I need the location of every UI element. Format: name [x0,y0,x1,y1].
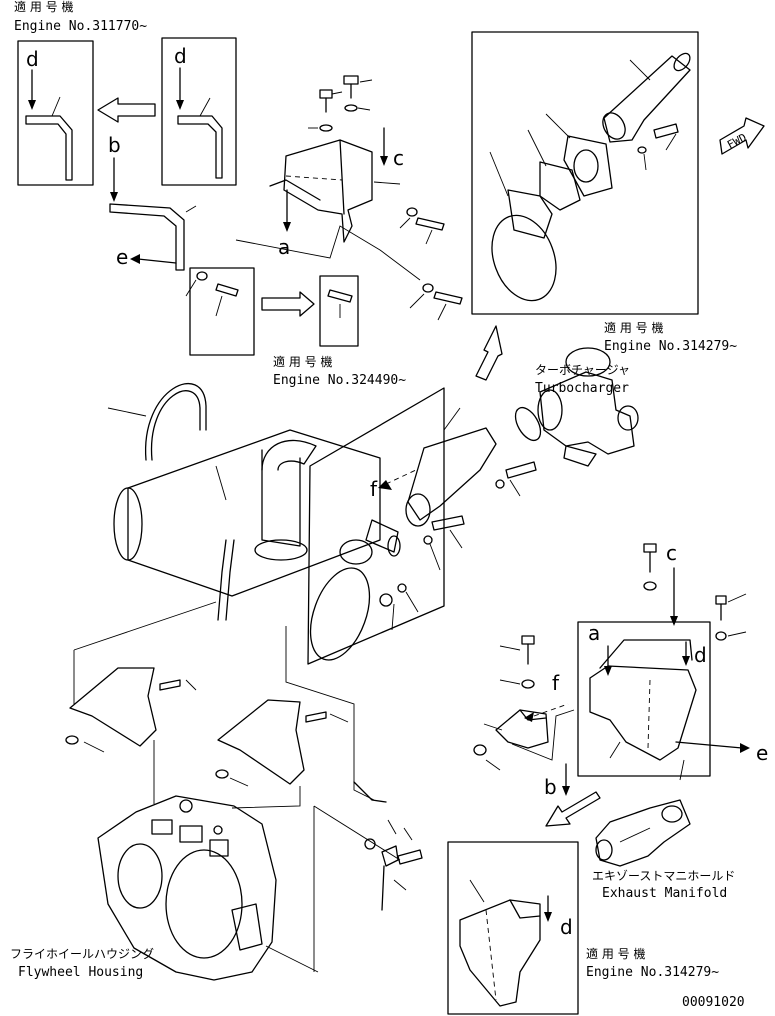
exhaust-pipe-box: f [307,387,542,665]
muffler [107,383,381,621]
callout-b: b [108,133,121,157]
callout-f: f [370,477,378,501]
callout-c: c [393,146,404,170]
note-jp-label: 適 用 号 機 [604,320,663,335]
callout-c: c [666,541,677,565]
callout-b: b [544,775,557,799]
note-engine-number: Engine No.314279~ [586,965,719,980]
note-engine-number: Engine No.324490~ [273,373,406,388]
callout-d: d [26,47,39,71]
callout-b-bottom: b [544,763,601,827]
detail-box-bottom: d 適 用 号 機 Engine No.314279~ [447,841,719,1015]
callout-a: a [278,235,290,259]
muffler-mount-brackets [65,601,387,809]
callout-a: a [588,621,600,645]
turbocharger-label-jp: ターボチャージャ [535,363,630,377]
exhaust-manifold-label-en: Exhaust Manifold [602,886,727,901]
flywheel-housing: フライホイールハウジング Flywheel Housing [10,795,319,981]
bracket-b-assembly: b e [108,133,239,317]
exhaust-manifold: エキゾーストマニホールド Exhaust Manifold [592,799,735,901]
callout-d: d [560,915,573,939]
note-jp-label: 適 用 号 機 [586,946,645,961]
flywheel-housing-label-jp: フライホイールハウジング [10,947,154,961]
callout-d: d [174,44,187,68]
fwd-direction-arrow: FWD [719,117,765,155]
bolt-detail-box: 適 用 号 機 Engine No.324490~ [189,267,406,388]
callout-f: f [552,671,560,695]
callout-d: d [694,643,707,667]
bracket-f: f [473,635,575,771]
detail-up-arrow [475,325,503,381]
note-engine-311770: 適 用 号 機 Engine No.311770~ [14,0,147,34]
note-jp-label: 適 用 号 機 [273,354,332,369]
fwd-label: FWD [725,131,749,152]
turbocharger: ターボチャージャ Turbocharger [535,347,639,467]
replace-arrow-top [97,97,156,123]
heat-shield-bottom: c a d e [577,541,768,781]
pipe-detail-box [471,31,699,315]
callout-e: e [116,245,128,269]
detail-box-bracket-old: d [17,40,94,186]
note-engine-number: Engine No.311770~ [14,19,147,34]
detail-box-bracket-new: d [161,37,237,186]
exhaust-manifold-label-jp: エキゾーストマニホールド [592,869,735,883]
muffler-stay-bolts [313,805,423,911]
note-jp-label: 適 用 号 機 [14,0,73,14]
callout-e: e [756,741,768,765]
note-engine-number: Engine No.314279~ [604,339,737,354]
figure-code: 00091020 [682,995,745,1010]
note-engine-314279-top: 適 用 号 機 Engine No.314279~ [604,320,737,354]
heat-shield-top: a c [235,75,463,321]
flywheel-housing-label-en: Flywheel Housing [18,965,143,980]
turbocharger-label-en: Turbocharger [535,381,629,396]
